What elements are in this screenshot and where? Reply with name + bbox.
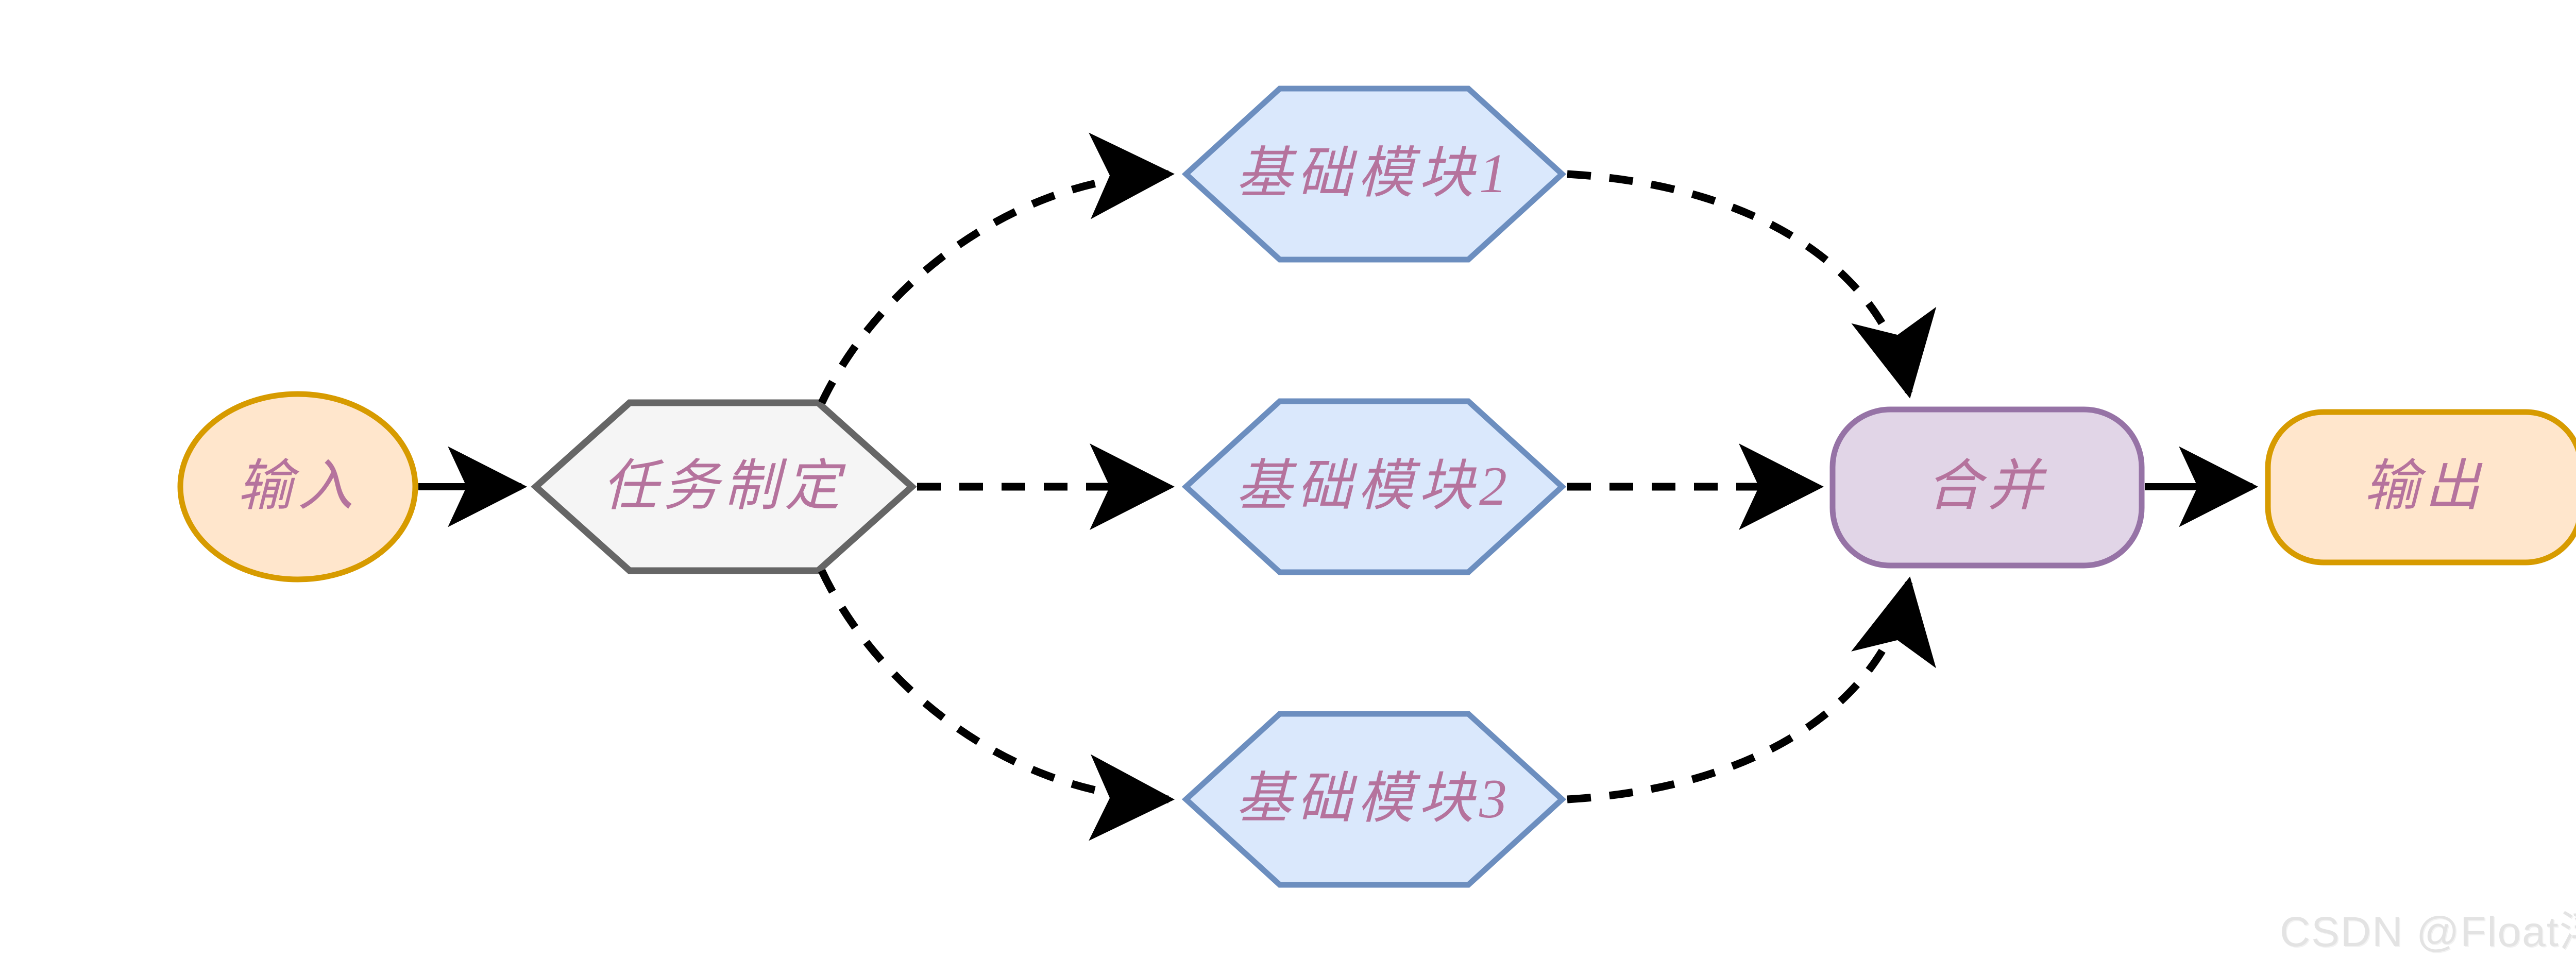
edge-module1-to-merge[interactable]: [1567, 170, 1937, 399]
watermark-label: CSDN @Float浮云: [2280, 909, 2576, 955]
node-output-shape[interactable]: [2265, 409, 2576, 566]
edge-module3-to-merge[interactable]: [1567, 576, 1936, 803]
node-module1-shape[interactable]: [1181, 85, 1567, 263]
edge-task-to-module1[interactable]: [818, 132, 1175, 405]
edge-task-to-module3[interactable]: [818, 569, 1175, 841]
node-module2-shape[interactable]: [1181, 398, 1567, 575]
node-task-shape[interactable]: [531, 399, 917, 574]
node-input-shape[interactable]: [177, 391, 418, 583]
node-module3-shape[interactable]: [1181, 711, 1567, 888]
node-merge-shape[interactable]: [1829, 406, 2145, 569]
